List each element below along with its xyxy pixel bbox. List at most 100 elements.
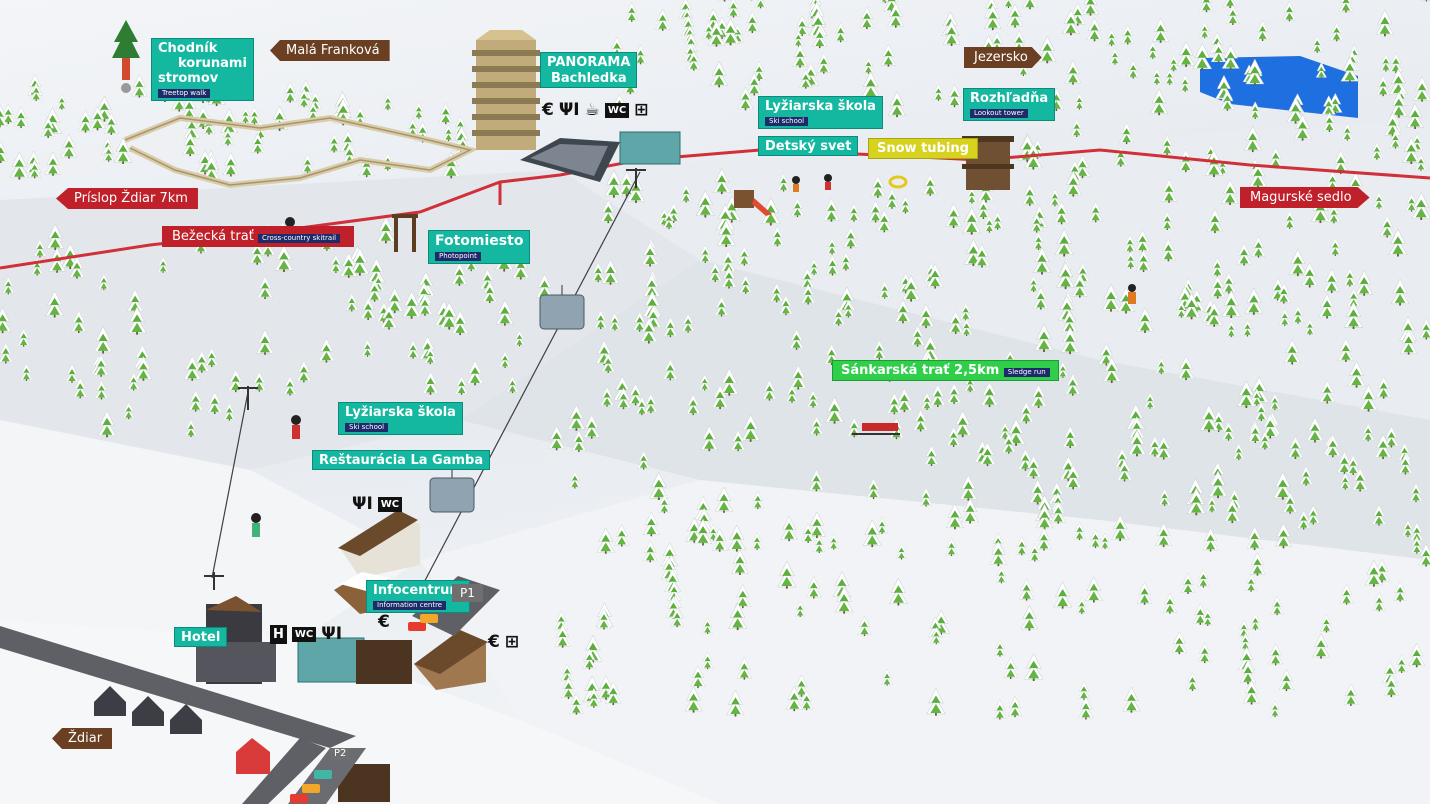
child [824, 174, 832, 190]
cottage [94, 686, 202, 734]
euro-icon: € [488, 632, 500, 652]
shop-basket-icon: ⊞ [504, 632, 520, 652]
sign-zdiar[interactable]: Ždiar [52, 728, 113, 749]
pine-tree [1109, 48, 1121, 65]
pine-tree [1105, 29, 1118, 47]
pine-tree [655, 8, 671, 31]
pine-tree [946, 84, 963, 108]
label-cross-country-trail[interactable]: Bežecká trať Cross-country skitrail [162, 226, 355, 247]
pine-tree [568, 471, 581, 489]
pine-tree [1006, 4, 1024, 28]
pine-tree [282, 81, 298, 103]
label-detsky-svet[interactable]: Detský svet [758, 136, 859, 156]
services-panorama: €ΨΙ☕WC⊞ [542, 100, 654, 120]
pine-tree [649, 472, 669, 501]
label-panorama-line1: PANORAMA [547, 55, 631, 70]
top-station [530, 144, 608, 176]
pine-tree [1330, 22, 1344, 42]
panorama-tower [472, 30, 540, 150]
label-lookout-sub: Lookout tower [970, 109, 1028, 118]
pine-tree [859, 6, 875, 30]
red-cottage [236, 738, 270, 774]
label-photopoint[interactable]: Fotomiesto Photopoint [428, 230, 531, 264]
pine-tree [413, 102, 425, 119]
label-panorama-line2: Bachledka [551, 71, 627, 86]
label-hotel[interactable]: Hotel [174, 627, 228, 647]
label-restaurant-la-gamba[interactable]: Reštaurácia La Gamba [312, 450, 491, 470]
restaurant-icon: ΨΙ [558, 100, 580, 120]
label-ski-school-top-title: Lyžiarska škola [765, 99, 876, 114]
pine-tree [1379, 53, 1393, 72]
pine-tree [888, 91, 906, 118]
services-shop: €⊞ [488, 632, 524, 652]
label-lookout-tower[interactable]: Rozhľadňa Lookout tower [963, 88, 1056, 121]
label-ski-school-low-title: Lyžiarska škola [345, 405, 456, 420]
car [314, 770, 332, 779]
pine-tree [1081, 0, 1100, 16]
pine-tree [1002, 0, 1015, 8]
pine-tree [932, 83, 945, 101]
coffee-icon: ☕ [584, 100, 600, 120]
sign-jezersko[interactable]: Jezersko [964, 47, 1042, 68]
euro-icon: € [378, 612, 390, 632]
snow-tube [888, 175, 908, 189]
pine-tree [9, 151, 29, 180]
euro-icon: € [542, 100, 554, 120]
pine-tree [1406, 103, 1425, 130]
gondola [539, 285, 585, 330]
road [0, 626, 356, 748]
label-snow-tubing[interactable]: Snow tubing [868, 138, 978, 159]
pine-tree [1192, 43, 1212, 71]
label-photopoint-title: Fotomiesto [435, 233, 524, 249]
pine-tree [1388, 53, 1403, 74]
skier [291, 415, 301, 439]
pine-tree [1225, 4, 1240, 26]
pine-tree [1037, 36, 1057, 64]
pine-tree [1375, 75, 1391, 97]
lower-station [297, 637, 365, 683]
pine-tree [1222, 0, 1238, 8]
parking-label-p1[interactable]: P1 [452, 584, 483, 602]
label-treetop-line3: stromov [158, 71, 219, 86]
pine-tree [1179, 74, 1192, 92]
label-cross-country-sub: Cross-country skitrail [257, 234, 341, 243]
label-ski-school-low[interactable]: Lyžiarska škola Ski school [338, 402, 463, 435]
label-ski-school-top[interactable]: Lyžiarska škola Ski school [758, 96, 883, 129]
slope-facet [0, 420, 420, 640]
label-ski-school-top-sub: Ski school [765, 117, 809, 126]
pine-tree [1149, 88, 1169, 116]
treetop-walk-tree [112, 20, 140, 93]
parking-label-p2[interactable]: P2 [330, 748, 351, 760]
sign-mala-frankova[interactable]: Malá Franková [270, 40, 390, 61]
pine-tree [624, 2, 639, 22]
pine-tree [1199, 0, 1214, 13]
pine-tree [327, 133, 341, 153]
slope-facet [560, 120, 1430, 420]
slope-facet [460, 260, 1430, 560]
pine-tree [442, 124, 455, 142]
pine-tree [833, 22, 848, 43]
pine-tree [710, 61, 729, 88]
pine-tree [248, 106, 261, 125]
child [792, 176, 800, 192]
pine-tree [1177, 41, 1196, 68]
label-infocentrum-sub: Information centre [373, 601, 447, 610]
pine-tree [77, 110, 94, 133]
pine-tree [382, 93, 394, 111]
sign-magurske-sedlo[interactable]: Magurské sedlo [1240, 187, 1370, 208]
pine-tree [1064, 60, 1082, 85]
pine-tree [754, 0, 767, 9]
label-treetop-walk[interactable]: Chodník korunami stromov Treetop walk [151, 38, 254, 101]
pine-tree [1338, 0, 1354, 13]
shop-basket-icon: ⊞ [634, 100, 649, 120]
label-sledge-run[interactable]: Sánkarská trať 2,5km Sledge run [832, 360, 1059, 381]
sign-prislop-zdiar[interactable]: Príslop Ždiar 7km [56, 188, 198, 209]
label-treetop-line1: Chodník [158, 41, 218, 56]
label-panorama-bachledka[interactable]: PANORAMA Bachledka [540, 52, 638, 88]
ski-lift-line [211, 391, 249, 579]
skier [251, 513, 261, 537]
restaurant-icon: ΨΙ [352, 494, 373, 514]
